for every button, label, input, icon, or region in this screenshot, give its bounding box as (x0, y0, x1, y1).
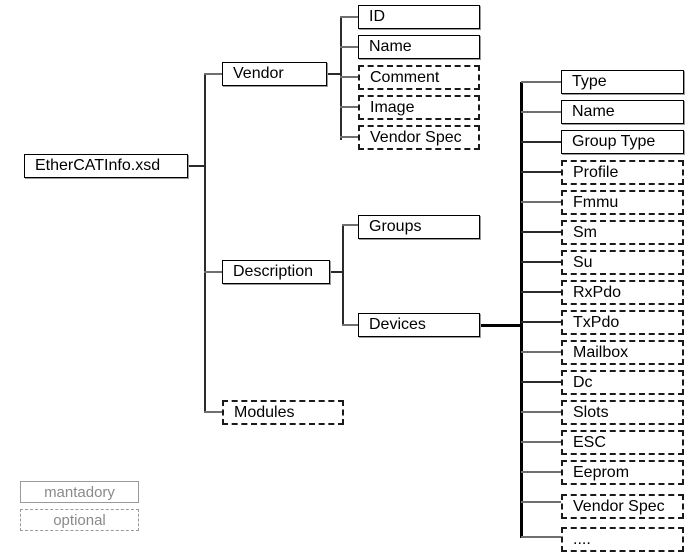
connector-device-child-6 (521, 261, 562, 263)
node-device-slots[interactable]: Slots (561, 400, 684, 425)
node-label: EtherCATInfo.xsd (35, 157, 161, 174)
connector-to-vendor (204, 73, 223, 75)
node-vendor-id[interactable]: ID (358, 5, 480, 29)
node-device-eeprom[interactable]: Eeprom (561, 460, 684, 485)
node-vendor-comment[interactable]: Comment (358, 65, 480, 90)
connector-device-child-8 (521, 321, 562, 323)
node-devices[interactable]: Devices (358, 313, 480, 337)
legend-label: mantadory (44, 483, 115, 501)
connector-vendor-trunk (340, 17, 342, 140)
connector-device-child-11 (521, 411, 562, 413)
connector-device-child-1 (521, 111, 562, 113)
node-label: Fmmu (573, 193, 619, 211)
node-device-mailbox[interactable]: Mailbox (561, 340, 684, 365)
node-label: Su (573, 253, 593, 271)
connector-device-child-13 (521, 471, 562, 473)
connector-device-child-0 (521, 81, 562, 83)
node-vendor[interactable]: Vendor (222, 62, 327, 86)
node-label: Name (572, 103, 615, 120)
connector-device-child-4 (521, 201, 562, 203)
node-device-name[interactable]: Name (561, 100, 684, 124)
connector-device-child-15 (521, 536, 562, 538)
node-modules[interactable]: Modules (222, 400, 344, 425)
node-label: Sm (573, 223, 597, 241)
node-label: Type (572, 73, 607, 90)
connector-devices-trunk (520, 82, 523, 538)
connector-device-child-3 (521, 171, 562, 173)
connector-device-child-12 (521, 441, 562, 443)
node-label: Mailbox (573, 343, 629, 361)
node-device-sm[interactable]: Sm (561, 220, 684, 245)
connector-description-stub (330, 271, 344, 273)
node-label: Slots (573, 403, 609, 421)
node-device-rxpdo[interactable]: RxPdo (561, 280, 684, 305)
legend-mandatory: mantadory (20, 481, 139, 503)
node-label: Vendor Spec (370, 128, 462, 146)
connector-device-child-10 (521, 381, 562, 383)
connector-device-child-9 (521, 351, 562, 353)
connector-vendor-child-3 (340, 106, 359, 108)
node-label: Vendor (233, 65, 284, 82)
connector-device-child-5 (521, 231, 562, 233)
connector-vendor-child-1 (340, 46, 359, 48)
connector-to-groups (342, 224, 359, 226)
connector-to-modules (204, 411, 223, 413)
node-label: ID (369, 8, 385, 25)
node-root[interactable]: EtherCATInfo.xsd (24, 154, 188, 178)
node-label: Image (370, 98, 415, 116)
connector-vendor-child-0 (340, 16, 359, 18)
node-label: Eeprom (573, 463, 630, 481)
connector-vendor-child-2 (340, 76, 359, 78)
legend-label: optional (53, 511, 106, 529)
node-label: Vendor Spec (573, 497, 665, 515)
node-label: TxPdo (573, 313, 620, 331)
node-device-type[interactable]: Type (561, 70, 684, 94)
node-device-su[interactable]: Su (561, 250, 684, 275)
connector-vendor-child-4 (340, 136, 359, 138)
node-label: Comment (370, 68, 440, 86)
node-device-dc[interactable]: Dc (561, 370, 684, 395)
node-device-group-type[interactable]: Group Type (561, 130, 684, 154)
node-vendor-vendor-spec[interactable]: Vendor Spec (358, 125, 480, 150)
node-label: .... (573, 530, 591, 548)
node-label: ESC (573, 433, 606, 451)
connector-vendor-stub (327, 73, 342, 75)
node-vendor-image[interactable]: Image (358, 95, 480, 120)
node-label: Description (233, 263, 314, 280)
legend-optional: optional (20, 509, 139, 531)
node-device-txpdo[interactable]: TxPdo (561, 310, 684, 335)
connector-device-child-2 (521, 141, 562, 143)
node-vendor-name[interactable]: Name (358, 35, 480, 59)
connector-device-child-7 (521, 291, 562, 293)
node-groups[interactable]: Groups (358, 215, 480, 239)
node-description[interactable]: Description (222, 260, 330, 284)
node-device-profile[interactable]: Profile (561, 160, 684, 185)
node-label: Dc (573, 373, 593, 391)
node-device-more[interactable]: .... (561, 527, 684, 552)
node-label: Group Type (572, 133, 656, 150)
node-device-fmmu[interactable]: Fmmu (561, 190, 684, 215)
connector-description-trunk (342, 225, 344, 326)
node-label: Groups (369, 218, 422, 235)
connector-devices-stub (480, 324, 522, 327)
node-label: Modules (234, 403, 295, 421)
node-label: RxPdo (573, 283, 622, 301)
node-label: Devices (369, 316, 426, 333)
connector-device-child-14 (521, 501, 562, 503)
node-device-vendor-spec[interactable]: Vendor Spec (561, 494, 684, 519)
node-device-esc[interactable]: ESC (561, 430, 684, 455)
connector-level1-trunk (204, 74, 206, 413)
node-label: Name (369, 38, 412, 55)
connector-to-devices (342, 324, 359, 326)
connector-to-description (204, 271, 223, 273)
node-label: Profile (573, 163, 619, 181)
connector-root-stub (188, 165, 205, 167)
